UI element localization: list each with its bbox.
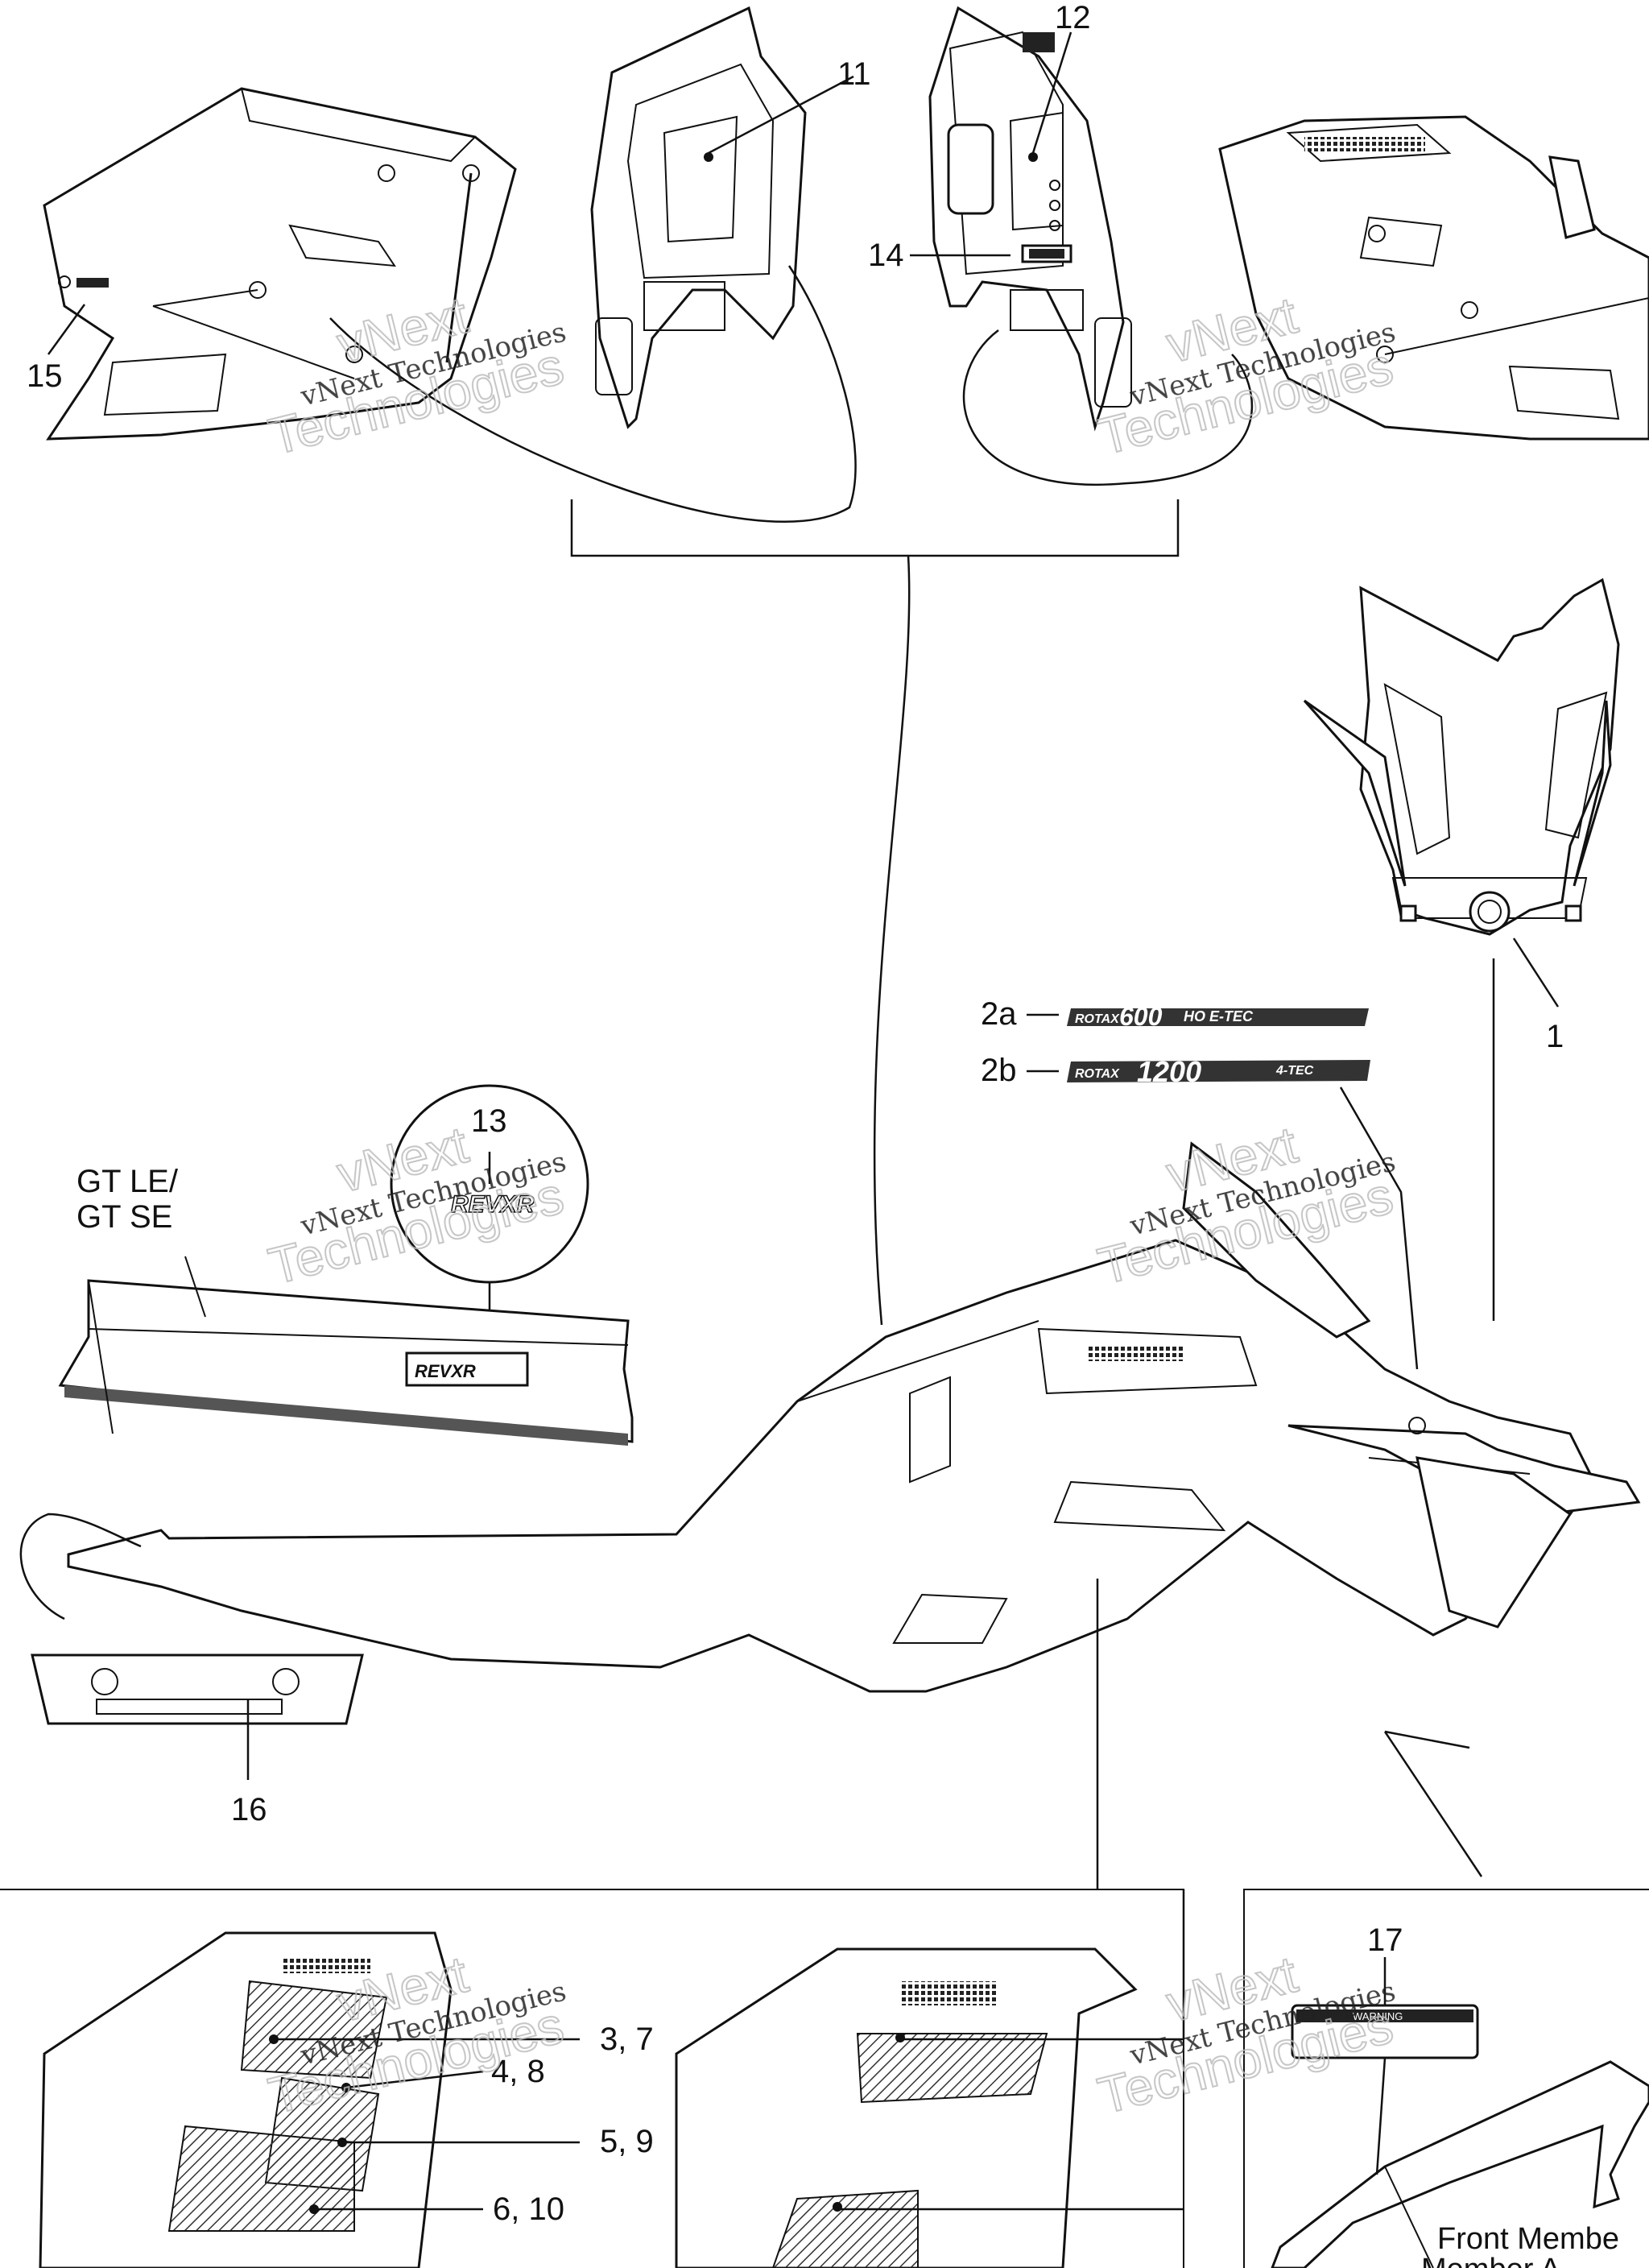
revxr-logo-large: REVXR: [451, 1191, 535, 1218]
right-inner-panel: [928, 6, 1132, 432]
front-member-label-2: Member A: [1421, 2253, 1561, 2268]
rotax-600-suffix: HO E-TEC: [1184, 1008, 1254, 1024]
watermark-6: vNext vNext Technologies Technologies: [1092, 1944, 1399, 2125]
callout-14: 14: [868, 238, 904, 273]
callout-17: 17: [1367, 1922, 1403, 1958]
watermarks: vNext vNext Technologies Technologies vN…: [262, 285, 1399, 2125]
callout-6-10: 6, 10: [493, 2191, 564, 2227]
left-side-panel: [43, 87, 517, 441]
callout-2a: 2a: [981, 996, 1017, 1032]
warning-decal-title: WARNING: [1353, 2010, 1403, 2022]
snowmobile-body: [67, 1141, 1641, 1693]
hood: [1303, 577, 1620, 936]
rear-bumper: [19, 1513, 364, 1725]
leader-lines: [47, 31, 1560, 2211]
revxr-logo-small: REVXR: [415, 1361, 476, 1381]
lower-inner-panel: [675, 1947, 1138, 2268]
rotax-600-prefix: ROTAX: [1075, 1012, 1120, 1026]
callout-1: 1: [1546, 1019, 1564, 1054]
rotax-1200-suffix: 4-TEC: [1275, 1064, 1314, 1078]
callout-16: 16: [231, 1792, 267, 1827]
callout-11: 11: [837, 56, 871, 92]
gt-label-line2: GT SE: [76, 1199, 172, 1235]
callout-15: 15: [27, 358, 63, 394]
front-member-detail: WARNING: [1243, 1889, 1649, 2268]
callout-13: 13: [471, 1103, 507, 1139]
rotax-600-decal: ROTAX 600 HO E-TEC: [1067, 1002, 1369, 1031]
right-side-panel: [1218, 115, 1649, 441]
rotax-1200-model: 1200: [1137, 1055, 1201, 1088]
left-inner-panel: [590, 6, 807, 429]
callout-2b: 2b: [981, 1053, 1017, 1088]
callout-12: 12: [1055, 0, 1091, 35]
rotax-1200-prefix: ROTAX: [1075, 1067, 1120, 1081]
callout-5-9: 5, 9: [600, 2124, 654, 2159]
callouts: 1 2a 2b 3, 7 4, 8 5, 9 6, 10 11 12 13 14…: [27, 0, 1619, 2268]
gt-label-line1: GT LE/: [76, 1164, 179, 1199]
lower-side-panel: [0, 1889, 1184, 2268]
rotax-1200-decal: ROTAX 1200 4-TEC: [1067, 1055, 1370, 1088]
front-member-label-1: Front Membe: [1437, 2222, 1619, 2256]
callout-4-8: 4, 8: [491, 2054, 545, 2089]
rotax-600-model: 600: [1119, 1002, 1163, 1031]
callout-3-7: 3, 7: [600, 2022, 654, 2057]
